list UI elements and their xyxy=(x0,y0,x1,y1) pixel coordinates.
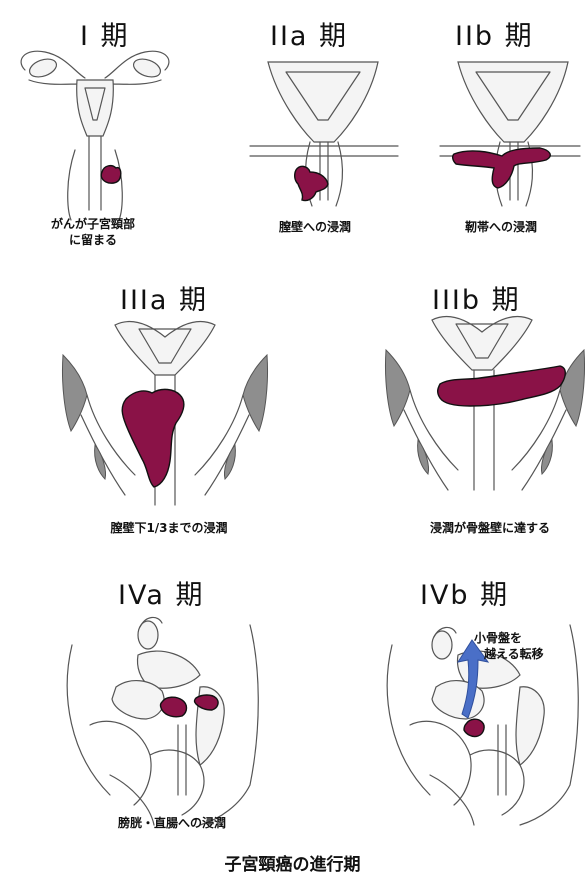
stage-iva-tumor-bladder xyxy=(158,694,192,720)
stage-iiib-caption: 浸潤が骨盤壁に達する xyxy=(400,520,580,536)
stage-iva-caption: 膀胱・直腸への浸潤 xyxy=(92,815,252,831)
stage-i-caption: がんが子宮頸部 に留まる xyxy=(38,216,148,248)
stage-i-caption-line1: がんが子宮頸部 xyxy=(38,216,148,232)
stage-iib-label: IIb 期 xyxy=(455,14,534,53)
stage-iiib-tumor xyxy=(436,364,576,414)
stage-iiia-tumor xyxy=(118,385,198,495)
page-title: 子宮頸癌の進行期 xyxy=(0,850,585,875)
stage-i-tumor xyxy=(98,162,128,192)
stage-iia-caption: 膣壁への浸潤 xyxy=(270,219,360,235)
stage-iib-tumor xyxy=(450,146,560,196)
stage-i-illustration xyxy=(5,40,185,220)
stage-ivb-tumor xyxy=(462,716,488,740)
stage-ivb-annotation-line2: 越える転移 xyxy=(470,646,570,662)
stage-iiia-label: IIIa 期 xyxy=(120,278,208,317)
stage-ivb-annotation: 小骨盤を 越える転移 xyxy=(470,630,570,662)
stage-iva-tumor-rectum xyxy=(192,692,222,714)
stage-iiia-caption: 膣壁下1/3までの浸潤 xyxy=(84,520,254,536)
stage-iia-tumor xyxy=(290,160,340,210)
stage-ivb-annotation-line1: 小骨盤を xyxy=(470,630,570,646)
stage-i-caption-line2: に留まる xyxy=(38,232,148,248)
stage-iib-caption: 靭帯への浸潤 xyxy=(456,219,546,235)
stage-iva-illustration xyxy=(50,605,265,835)
stage-iia-label: IIa 期 xyxy=(270,14,348,53)
